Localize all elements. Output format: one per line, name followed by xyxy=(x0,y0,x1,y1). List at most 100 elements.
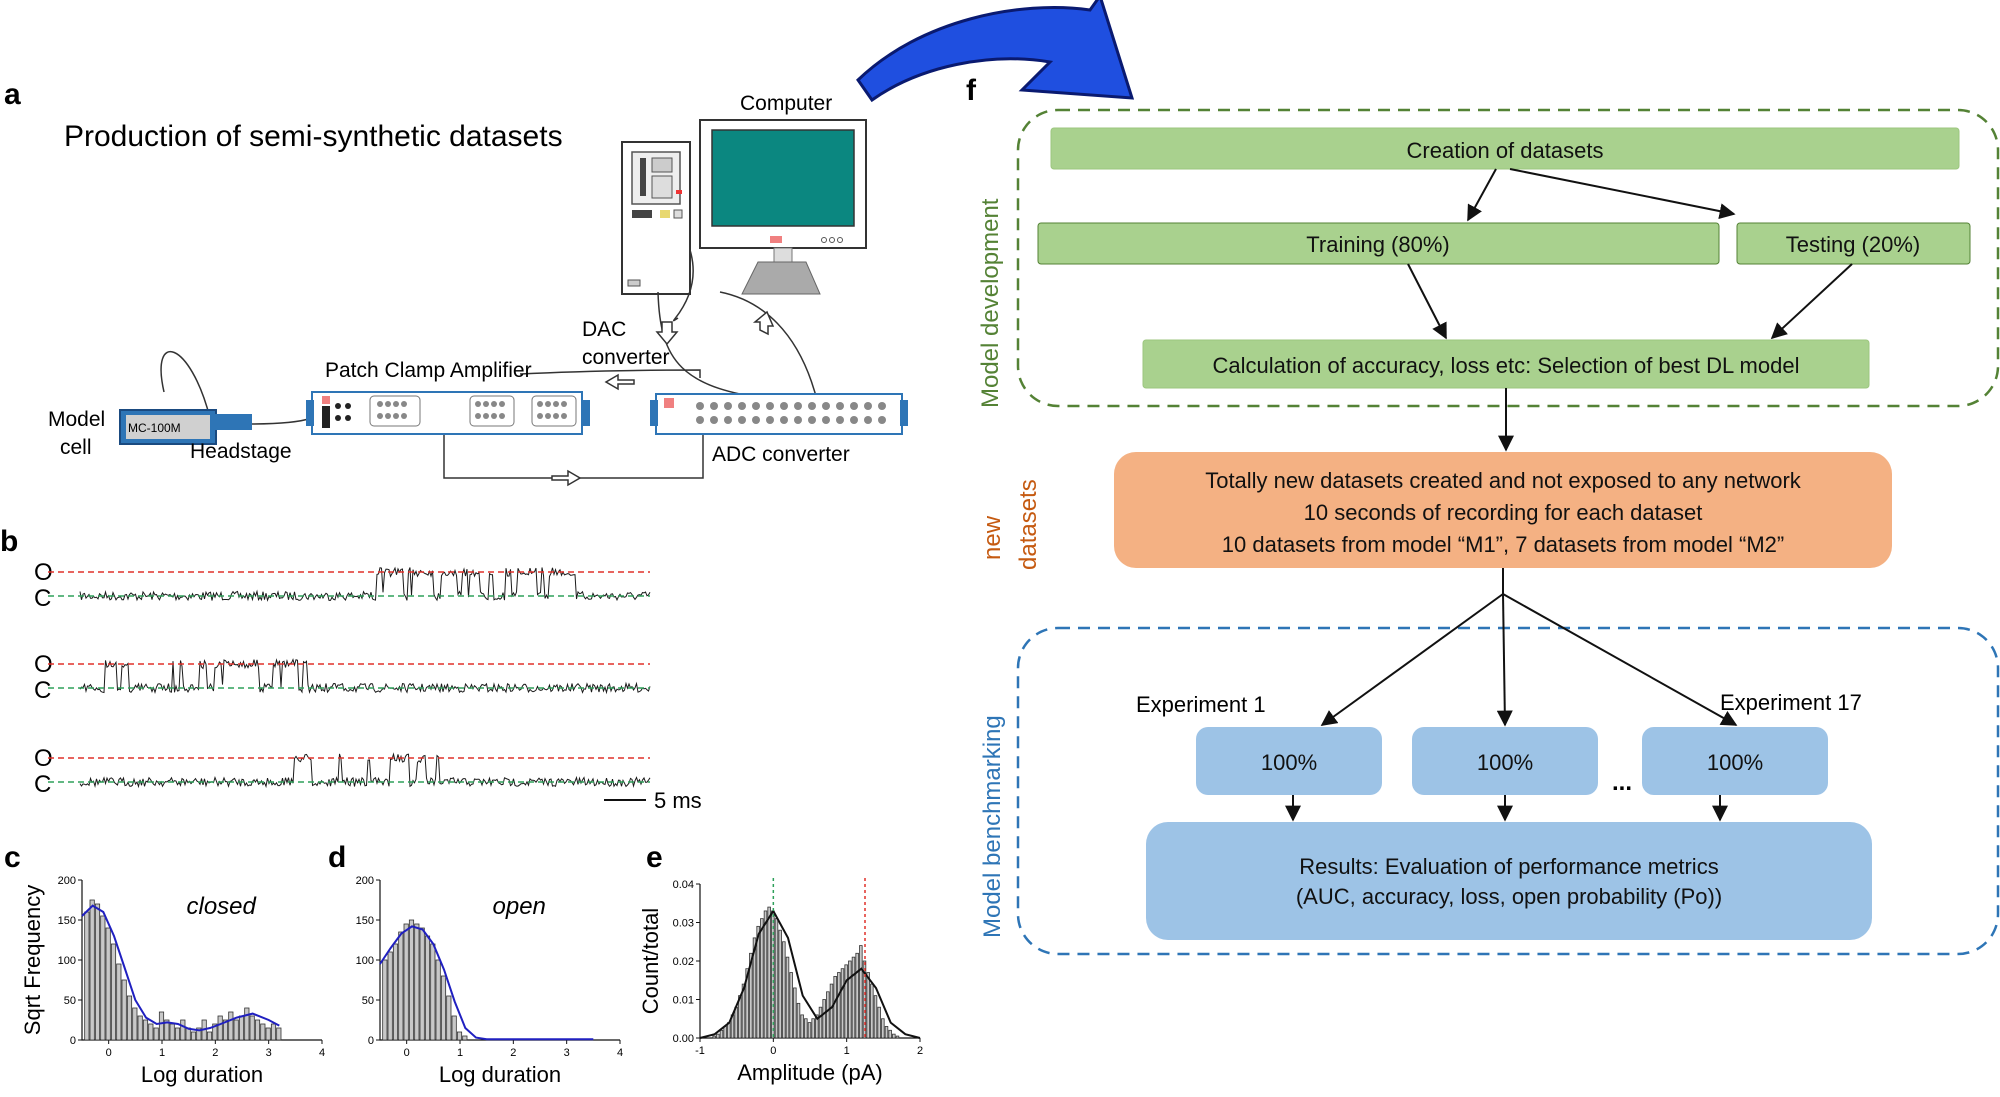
histogram-bar xyxy=(392,943,399,1041)
new-datasets-line-3: 10 datasets from model “M1”, 7 datasets … xyxy=(1222,532,1784,557)
x-tick-label: 0 xyxy=(106,1047,112,1059)
x-tick-label: 4 xyxy=(319,1047,325,1059)
histogram-bar xyxy=(723,1026,727,1039)
histogram-bar xyxy=(212,1023,218,1041)
histogram-bar xyxy=(462,1035,468,1041)
adc-port-dot xyxy=(780,402,788,410)
trace-line xyxy=(79,752,651,789)
histogram-bar xyxy=(719,1029,724,1039)
experiment-first-label: Experiment 1 xyxy=(1136,692,1266,717)
adc-port-dot xyxy=(752,402,760,410)
histogram-bar xyxy=(840,968,845,1039)
histogram-bar xyxy=(158,1011,165,1041)
histogram-bar xyxy=(756,925,760,1039)
y-tick-label: 0.04 xyxy=(673,879,694,891)
open-level-label: O xyxy=(34,745,53,772)
histogram-bar xyxy=(398,931,404,1041)
chart-title: open xyxy=(493,893,546,920)
headstage-icon xyxy=(212,414,252,430)
computer-tower-icon xyxy=(621,141,691,295)
y-axis-label: Sqrt Frequency xyxy=(20,885,45,1035)
y-tick-label: 0 xyxy=(70,1035,76,1047)
panel-letter-b: b xyxy=(0,525,18,558)
histogram-bar xyxy=(763,910,768,1039)
box-calculation-label: Calculation of accuracy, loss etc: Selec… xyxy=(1213,353,1800,378)
adc-port-dot xyxy=(724,416,732,424)
x-axis-label: Log duration xyxy=(141,1062,263,1087)
y-tick-label: 150 xyxy=(356,915,374,927)
adc-port-dot xyxy=(836,402,844,410)
histogram-bar xyxy=(164,1019,170,1041)
histogram-bar xyxy=(844,964,848,1039)
ellipsis-label: ... xyxy=(1612,769,1632,796)
histogram-bar xyxy=(884,1026,889,1039)
y-tick-label: 200 xyxy=(356,875,374,887)
model-cell-label-2: cell xyxy=(60,436,92,459)
histogram-bar xyxy=(190,1031,197,1041)
histogram-bar xyxy=(403,923,409,1041)
adc-port-dot xyxy=(766,416,774,424)
adc-converter-icon xyxy=(650,393,908,435)
adc-port-dot xyxy=(724,402,732,410)
histogram-bar xyxy=(734,1006,738,1039)
histogram-bar xyxy=(811,1018,815,1039)
amplifier-label: Patch Clamp Amplifier xyxy=(325,359,532,382)
histogram-bar xyxy=(804,1018,808,1039)
adc-port-dot xyxy=(738,416,746,424)
histogram-bar xyxy=(870,983,874,1039)
panel-letter-f: f xyxy=(966,74,977,107)
histogram-bar xyxy=(451,1015,457,1041)
histogram-bar xyxy=(866,972,870,1039)
panel-a-title: Production of semi-synthetic datasets xyxy=(64,120,563,153)
histogram-bar xyxy=(789,972,793,1039)
headstage-label: Headstage xyxy=(190,440,292,463)
y-tick-label: 50 xyxy=(64,995,76,1007)
dac-label-2: converter xyxy=(582,346,670,369)
histogram-bar xyxy=(387,951,393,1041)
x-axis-label: Log duration xyxy=(439,1062,561,1087)
box-experiment-1-label: 100% xyxy=(1261,750,1317,775)
adc-port-dot xyxy=(822,416,830,424)
histogram-bar xyxy=(712,1035,716,1039)
histogram-bar xyxy=(752,937,757,1039)
histogram-bar xyxy=(778,929,782,1039)
histogram-bar xyxy=(888,1029,892,1039)
histogram-bar xyxy=(815,1014,819,1039)
x-tick-label: 2 xyxy=(510,1047,516,1059)
x-tick-label: 2 xyxy=(917,1045,923,1057)
histogram-bar xyxy=(249,1015,255,1041)
y-tick-label: 100 xyxy=(58,955,76,967)
histogram-bar xyxy=(100,915,106,1041)
histogram-bar xyxy=(84,911,90,1041)
histogram-bar xyxy=(137,1015,143,1041)
computer-monitor-icon xyxy=(699,119,867,295)
histogram-bar xyxy=(895,1035,900,1039)
box-experiment-17 xyxy=(1642,727,1828,795)
x-axis-label: Amplitude (pA) xyxy=(737,1060,883,1085)
histogram-bar xyxy=(818,1006,823,1039)
box-creation-label: Creation of datasets xyxy=(1407,138,1604,163)
flow-arrows xyxy=(1285,168,1853,822)
x-tick-label: 1 xyxy=(457,1047,463,1059)
results-line-1: Results: Evaluation of performance metri… xyxy=(1299,854,1718,879)
x-tick-label: 0 xyxy=(770,1045,776,1057)
x-tick-label: 4 xyxy=(617,1047,623,1059)
histogram-bar xyxy=(238,1015,245,1041)
histogram-bar xyxy=(180,1019,186,1041)
side-label-datasets: datasets xyxy=(1015,479,1042,570)
x-tick-label: 3 xyxy=(564,1047,570,1059)
box-testing-label: Testing (20%) xyxy=(1786,232,1921,257)
y-tick-label: 100 xyxy=(356,955,374,967)
histogram-bar xyxy=(873,995,878,1039)
histogram-bar xyxy=(855,952,859,1039)
histogram-bar xyxy=(859,945,863,1039)
x-tick-label: 3 xyxy=(266,1047,272,1059)
histogram-bar xyxy=(148,1023,154,1041)
closed-level-label: C xyxy=(34,771,51,798)
histogram-bar xyxy=(196,1027,202,1041)
adc-port-dot xyxy=(696,416,704,424)
